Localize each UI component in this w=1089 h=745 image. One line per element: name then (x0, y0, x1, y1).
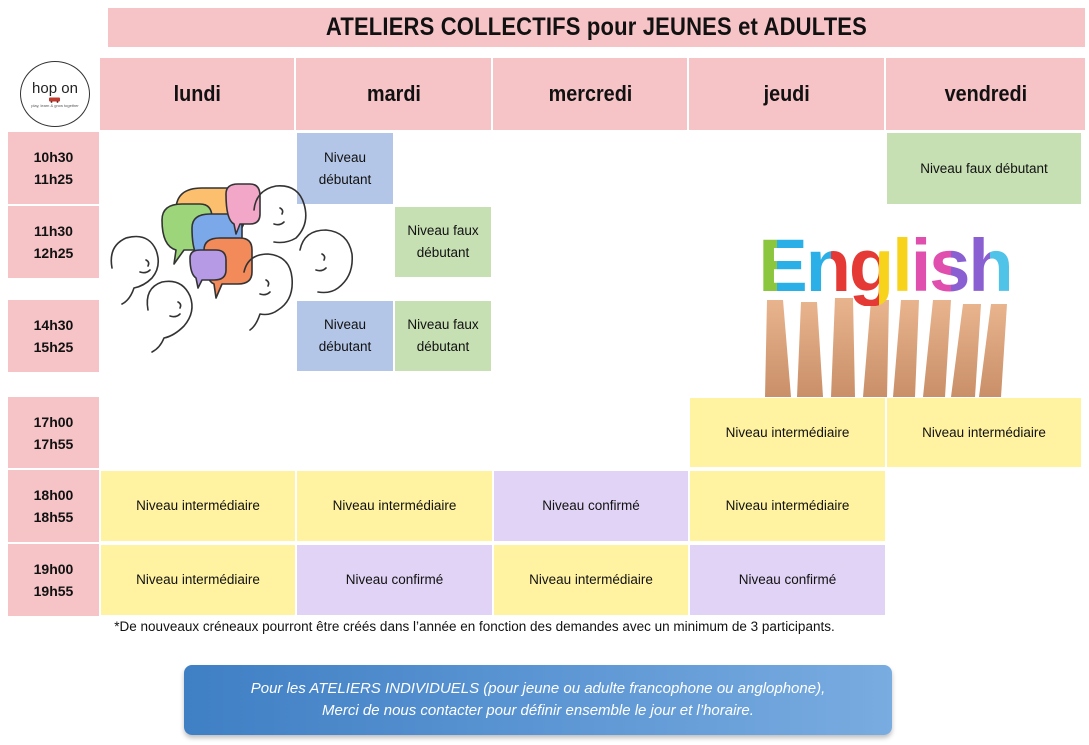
day-header-jeudi: jeudi (689, 58, 886, 130)
slot-lundi-1800: Niveau intermédiaire (100, 470, 296, 542)
contact-line-2: Merci de nous contacter pour définir ens… (322, 702, 754, 719)
logo-tagline: play, learn & grow together (31, 102, 79, 108)
slot-mercredi-1800: Niveau confirmé (493, 470, 689, 542)
slot-mardi-1800: Niveau intermédiaire (296, 470, 493, 542)
footnote: *De nouveaux créneaux pourront être créé… (114, 619, 835, 634)
bus-icon (49, 97, 60, 103)
day-header-lundi: lundi (100, 58, 296, 130)
slot-mardi-1900: Niveau confirmé (296, 544, 493, 616)
logo-name: hop on (32, 79, 78, 97)
conversation-illustration (110, 183, 354, 353)
slot-jeudi-1800: Niveau intermédiaire (689, 470, 886, 542)
hop-on-logo: hop on play, learn & grow together (20, 61, 90, 127)
slot-mercredi-1900: Niveau intermédiaire (493, 544, 689, 616)
slot-jeudi-1900: Niveau confirmé (689, 544, 886, 616)
day-header-mercredi: mercredi (493, 58, 689, 130)
day-header-mardi: mardi (296, 58, 493, 130)
slot-lundi-1900: Niveau intermédiaire (100, 544, 296, 616)
slot-vendredi-1030: Niveau faux débutant (886, 132, 1082, 205)
slot-vendredi-1700: Niveau intermédiaire (886, 397, 1082, 468)
contact-box: Pour les ATELIERS INDIVIDUELS (pour jeun… (184, 665, 892, 735)
contact-line-1: Pour les ATELIERS INDIVIDUELS (pour jeun… (250, 680, 826, 697)
day-header-vendredi: vendredi (886, 58, 1085, 130)
english-hands-image: English (735, 220, 1035, 397)
slot-jeudi-1700: Niveau intermédiaire (689, 397, 886, 468)
page-title: ATELIERS COLLECTIFS pour JEUNES et ADULT… (108, 8, 1085, 47)
english-word: English (735, 226, 1035, 306)
